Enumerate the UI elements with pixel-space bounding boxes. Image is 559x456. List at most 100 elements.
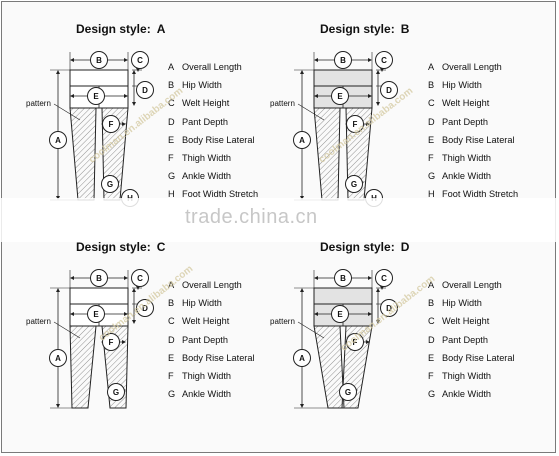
marker-b-label: B bbox=[340, 274, 346, 283]
marker-c-circle bbox=[131, 51, 149, 69]
legend-text: Ankle Width bbox=[182, 389, 232, 400]
marker-e-label: E bbox=[337, 310, 343, 319]
watermark-band bbox=[0, 198, 559, 242]
marker-g-circle bbox=[345, 175, 363, 193]
marker-a-label: A bbox=[299, 354, 305, 363]
pattern-leader bbox=[53, 321, 81, 339]
legend-text: Body Rise Lateral bbox=[442, 352, 515, 363]
marker-a-circle bbox=[49, 349, 67, 367]
marker-a-circle bbox=[293, 349, 311, 367]
legend-text: Pant Depth bbox=[182, 116, 228, 127]
left-leg bbox=[69, 325, 97, 409]
legend-text: Pant Depth bbox=[442, 334, 488, 345]
legend-text: Ankle Width bbox=[182, 171, 232, 182]
panel-style-a: Design style:A BCDEAFGHpattern AOverall … bbox=[0, 0, 278, 220]
legend-key: D bbox=[428, 334, 435, 345]
legend-text: Thigh Width bbox=[442, 371, 492, 381]
marker-a-circle bbox=[49, 131, 67, 149]
legend-text: Hip Width bbox=[182, 80, 222, 91]
legend-text: Ankle Width bbox=[442, 389, 492, 400]
panel-title: Design style:C bbox=[76, 240, 166, 254]
marker-e-circle bbox=[331, 305, 349, 323]
marker-d-label: D bbox=[386, 304, 392, 313]
marker-c-circle bbox=[131, 269, 149, 287]
waistband bbox=[69, 287, 129, 305]
legend-item: D Pant Depth bbox=[168, 117, 228, 127]
legend-text: Overall Length bbox=[182, 280, 242, 290]
pattern-leader bbox=[297, 321, 325, 339]
legend-key: A bbox=[168, 280, 175, 290]
legend-key: C bbox=[428, 98, 435, 109]
marker-d-circle bbox=[136, 299, 154, 317]
legend-key: A bbox=[428, 62, 435, 72]
legend-text: Hip Width bbox=[442, 298, 482, 309]
marker-a-label: A bbox=[55, 136, 61, 145]
marker-g-label: G bbox=[113, 388, 119, 397]
panel-style-b: Design style:B BCDEAFGHpattern AOverall … bbox=[270, 0, 558, 220]
marker-a-circle bbox=[293, 131, 311, 149]
legend-item: A Overall Length bbox=[168, 280, 242, 290]
marker-f-label: F bbox=[353, 338, 358, 347]
legend-key: F bbox=[428, 153, 434, 163]
pants-diagram: BCDEAFGHpattern bbox=[270, 51, 398, 207]
marker-d-circle bbox=[380, 81, 398, 99]
legend-key: G bbox=[168, 171, 176, 182]
pattern-leader bbox=[297, 103, 325, 121]
marker-b-label: B bbox=[96, 274, 102, 283]
marker-g-label: G bbox=[107, 180, 113, 189]
legend-key: C bbox=[168, 98, 175, 109]
marker-b-label: B bbox=[340, 56, 346, 65]
marker-d-circle bbox=[380, 299, 398, 317]
marker-b-circle bbox=[90, 51, 108, 69]
legend-key: F bbox=[428, 371, 434, 381]
marker-g-circle bbox=[339, 383, 357, 401]
marker-e-circle bbox=[87, 305, 105, 323]
marker-c-circle bbox=[375, 51, 393, 69]
legend-key: B bbox=[428, 298, 435, 309]
pattern-label: pattern bbox=[270, 99, 295, 108]
marker-d-label: D bbox=[142, 86, 148, 95]
marker-e-label: E bbox=[93, 310, 99, 319]
site-watermark: trade.china.cn bbox=[185, 206, 318, 228]
legend-item: A Overall Length bbox=[428, 62, 502, 72]
legend-key: G bbox=[428, 171, 436, 182]
marker-f-label: F bbox=[109, 338, 114, 347]
pants-diagram: BCDEAFGHpattern bbox=[26, 51, 154, 207]
marker-f-label: F bbox=[353, 120, 358, 129]
marker-c-label: C bbox=[381, 56, 387, 65]
legend-text: Welt Height bbox=[442, 98, 490, 109]
legend-text: Overall Length bbox=[442, 62, 502, 72]
legend-key: E bbox=[428, 352, 435, 363]
legend-item: C Welt Height bbox=[428, 98, 489, 108]
legend-text: Thigh Width bbox=[182, 153, 232, 163]
marker-g-circle bbox=[107, 383, 125, 401]
legend-key: B bbox=[428, 80, 435, 91]
legend-text: Pant Depth bbox=[182, 334, 228, 345]
marker-f-circle bbox=[102, 115, 120, 133]
legend-key: E bbox=[168, 352, 175, 363]
marker-c-label: C bbox=[381, 274, 387, 283]
marker-a-label: A bbox=[55, 354, 61, 363]
legend-text: Foot Width Stretch bbox=[182, 189, 259, 200]
pattern-leader bbox=[53, 103, 81, 121]
legend-key: D bbox=[168, 116, 175, 127]
legend-item: B Hip Width bbox=[428, 298, 482, 308]
legend-key: C bbox=[168, 316, 175, 327]
waistband bbox=[313, 287, 373, 305]
legend-item: D Pant Depth bbox=[428, 335, 488, 345]
legend-key: A bbox=[168, 62, 175, 72]
